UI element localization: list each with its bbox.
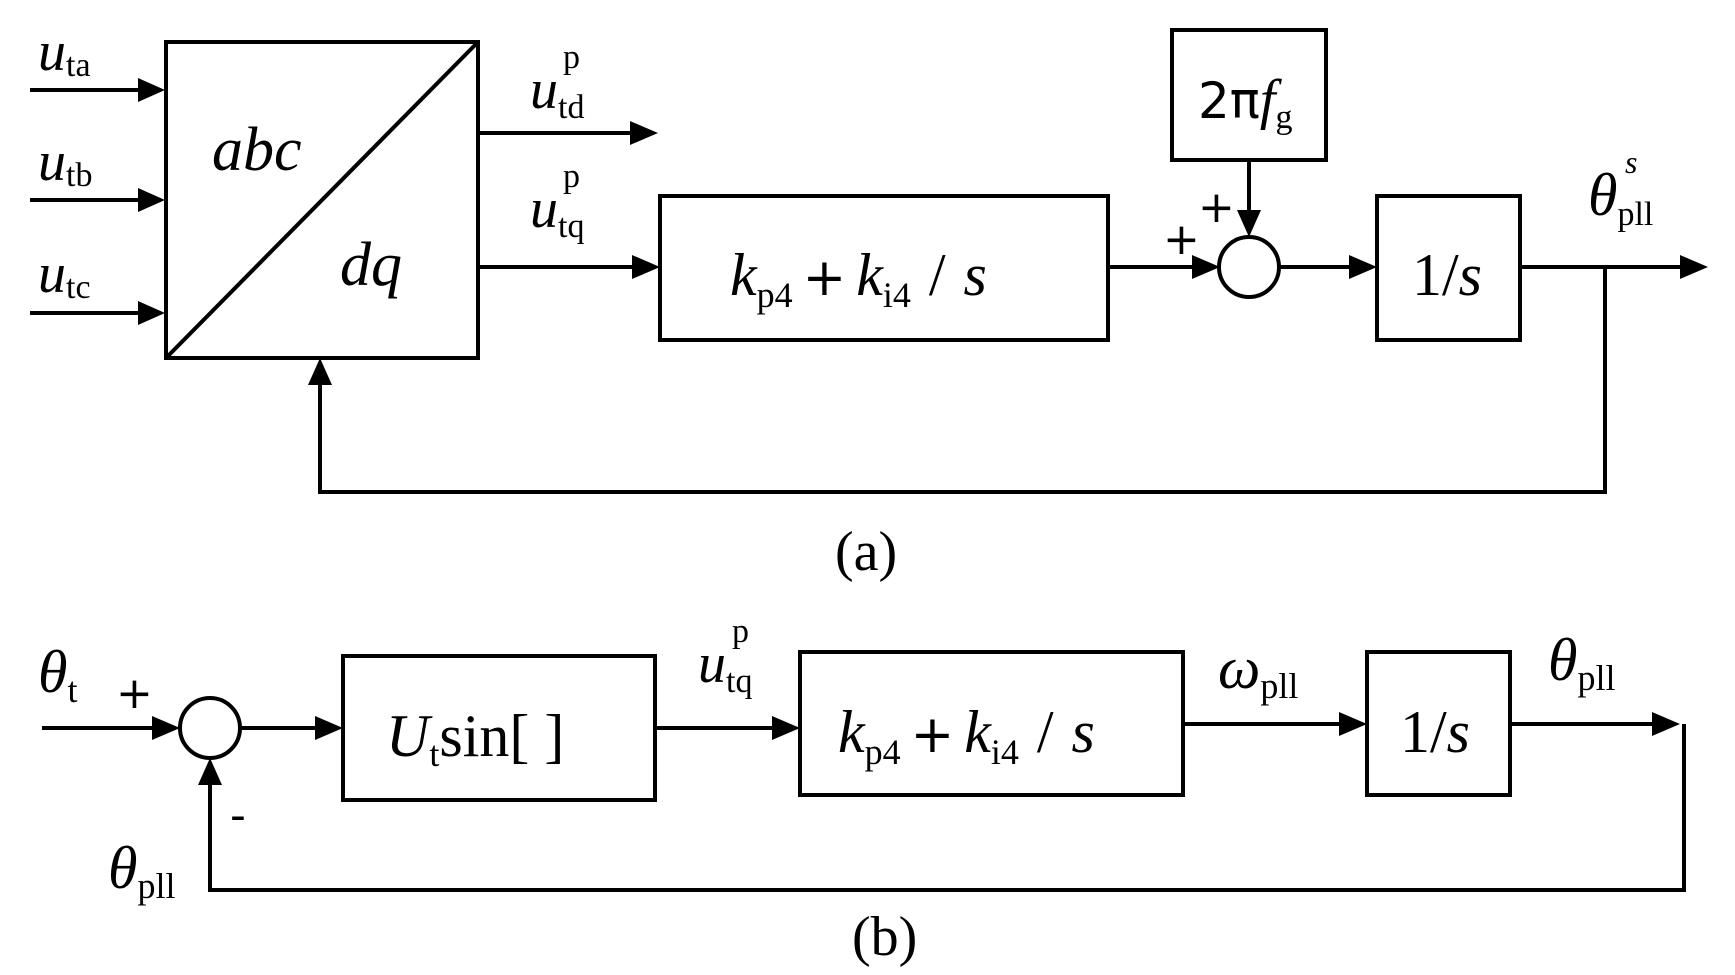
feedback-path-b [208, 724, 1686, 892]
input-label-tb: utb [38, 131, 92, 194]
panel-b: θt + - Utsin[ ] utqp kp4+ki4/s ωpll [38, 613, 1686, 968]
sin-block [341, 654, 657, 802]
out-q-label: utqp [530, 158, 584, 245]
summing-junction-a [1217, 235, 1281, 299]
out-d-arrowhead [630, 121, 658, 145]
input-label-theta-t: θt [38, 639, 78, 710]
caption-a: (a) [835, 521, 897, 583]
sin-to-pi-arrowhead [772, 716, 800, 740]
integrator-label-b: 1/s [1400, 699, 1470, 765]
input-label-ta: uta [38, 21, 91, 84]
pi-controller-block-b [798, 650, 1185, 797]
sig-q-label-b: utqp [698, 613, 752, 700]
transform-label-abc: abc [212, 116, 302, 184]
transform-diagonal [164, 40, 480, 360]
panel-a: uta utb utc abc dq utdp utqp kp4+ki4/s [30, 21, 1708, 583]
pi-to-integrator-arrowhead-b [1339, 712, 1367, 736]
output-arrowhead-b [1652, 712, 1680, 736]
input-arrowhead-tc [138, 301, 165, 325]
sum-sign-left-a: + [1163, 214, 1200, 265]
input-arrowhead-tb [138, 188, 165, 212]
feedback-label-b: θpll [108, 835, 176, 906]
out-d-label: utdp [530, 39, 584, 126]
sin-block-label: Utsin[ ] [386, 703, 564, 774]
input-label-tc: utc [38, 243, 91, 306]
integrator-label-a: 1/s [1412, 242, 1482, 308]
pi-controller-label-a: kp4+ki4/s [730, 242, 987, 315]
out-q-arrowhead [632, 255, 660, 279]
sum-to-integrator-arrowhead-a [1349, 255, 1377, 279]
pi-to-sum-arrowhead-a [1192, 255, 1220, 279]
summing-junction-b [178, 696, 242, 760]
output-label-a: θplls [1588, 144, 1653, 233]
input-arrowhead-ta [138, 78, 165, 102]
output-arrowhead-a [1680, 255, 1708, 279]
input-arrowhead-b [152, 716, 180, 740]
pi-controller-label-b: kp4+ki4/s [838, 699, 1095, 772]
omega-label: ωpll [1218, 635, 1298, 706]
feedback-arrowhead-b [198, 758, 222, 785]
sum-to-sin-arrowhead [315, 716, 343, 740]
feedback-path-a [318, 267, 1607, 494]
sum-sign-top-a: + [1198, 182, 1235, 233]
sum-sign-plus-b: + [116, 668, 153, 719]
output-label-b: θpll [1548, 627, 1616, 698]
caption-b: (b) [852, 906, 917, 968]
pi-controller-block-a [658, 194, 1110, 342]
sum-sign-minus-b: - [230, 790, 246, 841]
feedback-arrowhead-a [308, 358, 332, 385]
transform-label-dq: dq [340, 231, 402, 299]
freq-to-sum-arrowhead [1237, 210, 1261, 237]
